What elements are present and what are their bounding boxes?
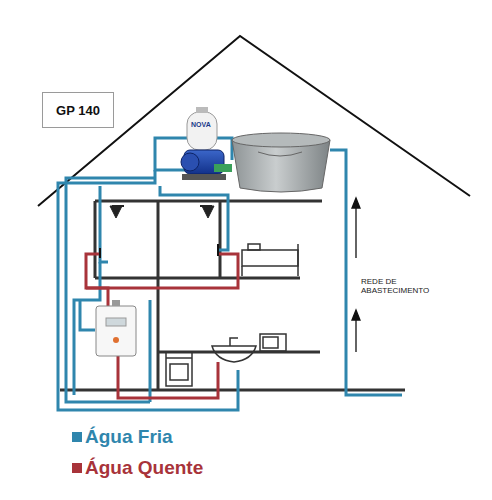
legend-row: Água Quente	[72, 457, 203, 479]
model-box: GP 140	[42, 92, 114, 128]
walls	[60, 201, 405, 390]
legend-row: Água Fria	[72, 426, 173, 448]
hot-water-pipes	[86, 254, 238, 398]
legend-swatch	[72, 432, 82, 442]
legend-text: Água Fria	[85, 426, 173, 448]
sink	[212, 338, 256, 362]
legend-swatch	[72, 463, 82, 473]
gas-heater	[96, 300, 136, 356]
pressure-pump	[181, 107, 232, 180]
model-label: GP 140	[56, 103, 100, 118]
supply-label: REDE DE ABASTECIMENTO	[361, 277, 451, 295]
valves	[100, 244, 218, 258]
supply-arrows	[352, 198, 360, 352]
legend-text: Água Quente	[85, 457, 203, 479]
roof	[38, 36, 470, 206]
brand-label: NOVA	[191, 121, 211, 129]
cold-water-pipes	[58, 138, 402, 410]
bed	[242, 244, 298, 276]
stove	[166, 352, 192, 386]
showers	[110, 206, 214, 218]
water-tank	[232, 133, 330, 192]
microwave	[260, 334, 286, 351]
